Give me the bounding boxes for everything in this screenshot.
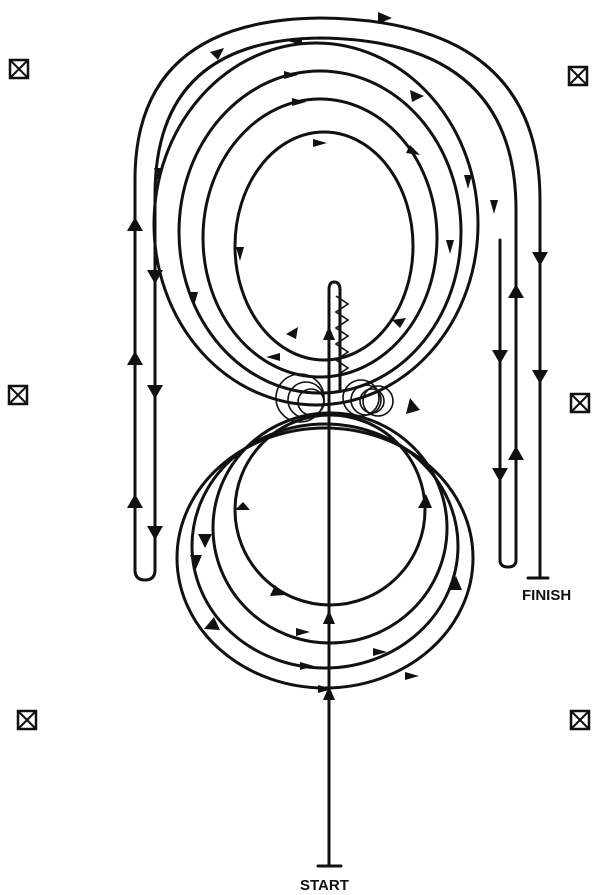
arrow-icon: [323, 686, 335, 700]
arrow-icon: [492, 468, 508, 482]
arrow-icon: [190, 555, 202, 569]
arrow-icon: [464, 175, 472, 189]
arrow-icon: [373, 648, 387, 656]
finish-label: FINISH: [522, 587, 571, 604]
arrow-icon: [127, 217, 143, 231]
arrow-icon: [323, 326, 335, 340]
arrow-icon: [406, 145, 420, 155]
outer-u-loops: [127, 12, 550, 582]
arrow-icon: [446, 240, 454, 254]
zigzag-maneuver: [334, 295, 350, 377]
cone-marker-top-right: [567, 65, 589, 87]
arrow-icon: [235, 502, 250, 510]
arrow-icon: [190, 292, 198, 306]
arrow-icon: [147, 270, 163, 284]
start-line: [316, 280, 343, 868]
start-label: START: [300, 877, 349, 894]
arrow-icon: [147, 526, 163, 540]
arrow-icon: [127, 351, 143, 365]
arrow-icon: [448, 576, 462, 590]
arrow-icon: [410, 90, 424, 102]
arrow-icon: [292, 98, 306, 106]
arrow-icon: [284, 71, 298, 79]
arrow-icon: [508, 446, 524, 460]
arrow-icon: [270, 585, 285, 596]
arrow-icon: [508, 284, 524, 298]
arrow-icon: [313, 139, 327, 147]
arrow-icon: [323, 610, 335, 624]
arrow-icon: [204, 617, 220, 630]
cone-marker-top-left: [8, 58, 30, 80]
arrow-icon: [198, 534, 212, 548]
arrow-icon: [318, 685, 332, 693]
lower-circles: [175, 398, 475, 693]
cone-marker-mid-left: [7, 384, 29, 406]
arrow-icon: [406, 398, 420, 414]
arrow-icon: [532, 252, 548, 266]
arrow-icon: [405, 672, 419, 680]
arrow-icon: [236, 247, 244, 261]
arrow-icon: [492, 350, 508, 364]
cone-marker-bottom-right: [569, 709, 591, 731]
arrow-icon: [147, 385, 163, 399]
arrow-icon: [296, 628, 310, 636]
arrow-icon: [532, 370, 548, 384]
arrow-icon: [300, 662, 314, 670]
cone-marker-bottom-left: [16, 709, 38, 731]
arrow-icon: [392, 318, 406, 328]
arrow-icon: [418, 494, 432, 508]
cone-marker-mid-right: [569, 392, 591, 414]
arrow-icon: [266, 353, 280, 361]
arrow-icon: [286, 327, 298, 339]
arrow-icon: [210, 48, 224, 60]
arrow-icon: [127, 494, 143, 508]
upper-circles: [152, 37, 498, 407]
arrow-icon: [490, 200, 498, 214]
arrow-icon: [378, 12, 392, 24]
